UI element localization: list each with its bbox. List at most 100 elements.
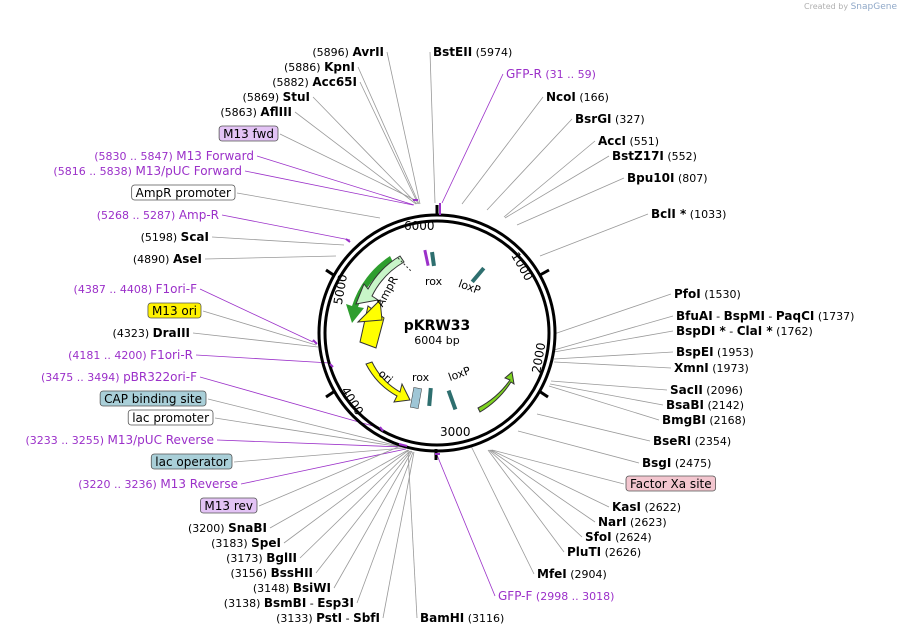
bmgbi-name: BmgBI [662,413,706,427]
bsgi-site-label: BsgI (2475) [642,456,711,470]
sfoi-site-label: SfoI (2624) [585,530,652,544]
f1ori-r-leader [195,354,331,364]
lac-operator-block [410,387,422,409]
bamhi-position: (3116) [464,612,504,625]
acci-position: (551) [626,135,659,148]
bsiwi-site-label: (3148) BsiWI [253,581,331,595]
avrii-leader [386,51,421,205]
cap-binding-site-leader [207,398,399,447]
pfoi-leader [553,293,672,335]
plasmid-length: 6004 bp [414,334,459,347]
asei-leader [204,255,337,260]
pbr-mark [379,426,384,432]
m13-fwd-label: M13 fwd [223,127,274,141]
bspdi-leader [553,330,674,353]
draiii-leader [192,332,319,348]
bsteii-position: (5974) [472,46,512,59]
gfp-f-name: GFP-F [498,589,533,603]
bsshii-name: BssHII [271,566,313,580]
bfuai-sep: - [713,310,724,323]
ncoi-leader [461,96,544,205]
stui-leader [312,96,418,205]
gfp-r-name: GFP-R [506,67,542,81]
snabi-leader [269,449,409,529]
ampr-promoter-label: AmpR promoter [136,186,231,200]
bsshii-position: (3156) [231,567,271,580]
m13-rev-leader [258,444,404,507]
bspei-position: (1953) [714,346,754,359]
bspdi-position: (1762) [773,325,813,338]
tick-1000 [539,268,550,277]
scai-name: ScaI [181,230,209,244]
mfei-name: MfeI [537,567,567,581]
ampr-promoter-leader [236,192,381,219]
bsrgi-site-label: BsrGI (327) [575,112,645,126]
bcli-leader [539,213,649,257]
rox-label-2: rox [412,371,430,384]
kasi-position: (2622) [641,501,681,514]
features-inside [346,249,515,413]
ampr-promoter-arrow [346,256,393,323]
bsiwi-name: BsiWI [293,581,331,595]
asei-position: (4890) [133,253,173,266]
kpni-site-label: (5886) KpnI [284,60,355,74]
bseri-position: (2354) [691,435,731,448]
gfp-r-site-label: GFP-R (31 .. 59) [506,67,596,81]
amp-r-site-label: (5268 .. 5287) Amp-R [97,208,219,222]
kpni-position: (5886) [284,61,324,74]
sacii-position: (2096) [703,384,743,397]
pluti-site-label: PluTI (2626) [567,545,641,559]
rox-label-1: rox [425,275,443,288]
lac-operator-box [150,453,233,470]
m13-puc-reverse-name: M13/pUC Reverse [108,433,215,447]
m13-ori-leader [202,310,317,346]
gfp-r-leader [441,73,504,204]
bsiwi-leader [333,450,413,589]
paqci-name: PaqCI [776,309,814,323]
acci-site-label: AccI (551) [598,134,659,148]
ncoi-site-label: NcoI (166) [546,90,609,104]
bspdi-name: BspDI * [676,324,726,338]
ori-arrow [365,361,411,403]
m13-forward-leader [256,155,415,206]
bpu10i-leader [516,177,625,226]
bmgbi-site-label: BmgBI (2168) [662,413,746,427]
f1ori-r-name: F1ori-R [150,348,193,362]
pbr322ori-f-position: (3475 .. 3494) [41,371,123,384]
bfuai-sep2: - [765,310,776,323]
m13-fwd-box [218,125,279,142]
ori-label: ori [376,367,395,386]
bfuai-name: BfuAI [676,309,713,323]
bmgbi-leader [548,385,660,421]
f1ori-r-position: (4181 .. 4200) [68,349,150,362]
psti-sep: - [342,612,353,625]
plasmid-name: pKRW33 [404,318,471,334]
scai-position: (5198) [141,231,181,244]
bcli-name: BclI * [651,207,687,221]
m13-ori-label: M13 ori [152,304,197,318]
draiii-position: (4323) [113,327,153,340]
bsabi-position: (2142) [704,399,744,412]
amp-r-leader [221,214,351,241]
ncoi-name: NcoI [546,90,576,104]
stui-position: (5869) [243,91,283,104]
tick-label-5000: 5000 [331,273,350,306]
m13-puc-forward-position: (5816 .. 5838) [53,165,135,178]
ring-feature-marks [312,199,441,455]
bsteii-name: BstEII [433,45,472,59]
gfp-f-site-label: GFP-F (2998 .. 3018) [498,589,614,603]
ampr-arrow [355,255,405,305]
bspei-site-label: BspEI (1953) [676,345,754,359]
bcli-position: (1033) [686,208,726,221]
backbone-inner [323,219,551,447]
f1ori-r-mark [329,363,334,368]
m13-reverse-position: (3220 .. 3236) [78,478,160,491]
snabi-position: (3200) [188,522,228,535]
xmni-name: XmnI [674,361,709,375]
credit-prefix: Created by [804,2,849,11]
factor-xa-site-leader [491,449,625,485]
m13-puc-reverse-position: (3233 .. 3255) [25,434,107,447]
m13-forward-position: (5830 .. 5847) [94,150,176,163]
bsgi-leader [517,430,640,464]
